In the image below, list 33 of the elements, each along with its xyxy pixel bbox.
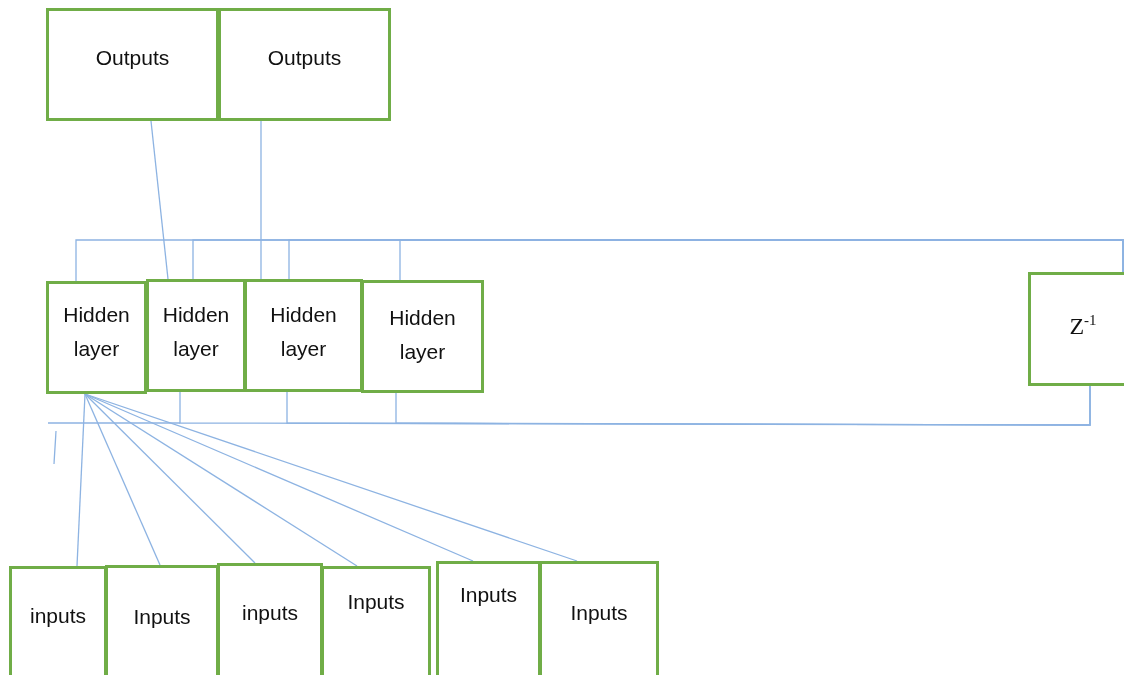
node-label: inputs: [240, 600, 299, 626]
node-label: Inputs: [569, 600, 629, 626]
layer-box: [361, 280, 484, 393]
layer-box: [46, 8, 219, 121]
connector-line: [150, 120, 169, 280]
layer-box: [321, 566, 431, 675]
layer-box: [218, 8, 391, 121]
node-label: Outputs: [94, 45, 171, 71]
layer-box: [217, 563, 323, 675]
layer-box: [436, 561, 541, 675]
node-label: Hidden layer: [161, 302, 231, 362]
layer-box: [46, 281, 147, 394]
node-label: Z$^{-1}$: [1068, 311, 1098, 341]
connector-line: [260, 120, 262, 280]
node-label: Hidden layer: [269, 302, 338, 362]
node-label: inputs: [28, 603, 87, 629]
layer-box: [9, 566, 107, 675]
connector-line: [84, 393, 256, 564]
layer-box: [244, 279, 363, 392]
node-label: Inputs: [346, 589, 406, 615]
layer-box: [1028, 272, 1124, 386]
node-label: Inputs: [458, 582, 519, 608]
connector-line: [84, 393, 358, 567]
node-label: Inputs: [132, 604, 192, 630]
node-label: Hidden layer: [62, 302, 131, 362]
node-label: Outputs: [266, 45, 343, 71]
node-label: Hidden layer: [388, 305, 457, 365]
layer-box: [105, 565, 219, 675]
connector-line: [84, 393, 161, 566]
layer-box: [146, 279, 246, 392]
layer-box: [539, 561, 659, 675]
connector-line: [76, 393, 86, 567]
connector-line: [399, 239, 1124, 281]
